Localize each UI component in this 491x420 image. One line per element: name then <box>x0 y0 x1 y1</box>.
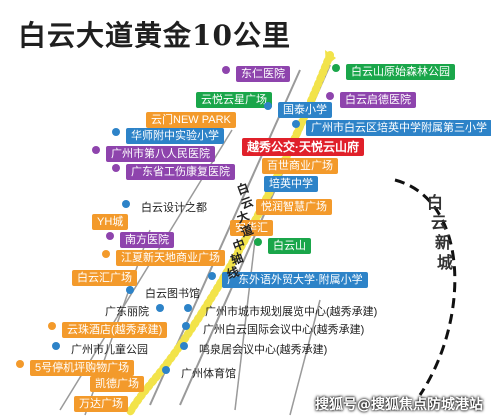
district-label-char: 新 <box>434 233 451 252</box>
poi-label-planning: 广州市城市规划展览中心(越秀承建) <box>205 306 378 318</box>
poi-label-yunmen: 云门NEW PARK <box>146 112 236 128</box>
poi-label-eighth: 广州市第八人民医院 <box>106 146 215 162</box>
poi-label-yunzhu: 云珠酒店(越秀承建) <box>62 322 168 338</box>
poi-dot-guotai <box>264 102 272 110</box>
district-boundary-arc <box>394 178 457 396</box>
poi-dot-dongren <box>222 66 230 74</box>
poi-dot-qikang <box>326 92 334 100</box>
poi-dot-huashi <box>112 128 120 136</box>
poi-label-waiyu: 广东外语外贸大学·附属小学 <box>222 272 368 288</box>
district-label-char: 云 <box>430 213 447 232</box>
poi-label-gym: 广州体育馆 <box>181 368 236 380</box>
watermark: 搜狐号@搜狐焦点防城港站 <box>315 397 483 413</box>
poi-dot-mingquan <box>180 342 188 350</box>
poi-label-children: 广州市儿童公园 <box>71 344 148 356</box>
poi-label-yuerun: 悦润智慧广场 <box>256 199 332 215</box>
poi-label-qikang: 白云启德医院 <box>340 92 416 108</box>
poi-label-park5: 5号停机坪购物广场 <box>30 360 135 376</box>
poi-dot-library <box>126 286 134 294</box>
poi-dot-nanfang <box>106 232 114 240</box>
district-label-char: 白 <box>426 193 443 212</box>
poi-label-kaide: 凯德广场 <box>90 376 144 392</box>
poi-dot-baiyunshan2 <box>254 238 262 246</box>
poi-label-jiangnan: 江夏新天地商业广场 <box>116 250 225 266</box>
poi-label-mingquan: 鸣泉居会议中心(越秀承建) <box>199 344 328 356</box>
poi-dot-gym <box>162 366 170 374</box>
poi-label-conference: 广州白云国际会议中心(越秀承建) <box>203 324 365 336</box>
poi-label-gongshang: 广东省工伤康复医院 <box>126 164 235 180</box>
poi-label-baishi: 百世商业广场 <box>262 158 338 174</box>
poi-dot-waiyu <box>208 272 216 280</box>
poi-label-peiying: 广州市白云区培英中学附属第三小学 <box>306 120 491 136</box>
road-line <box>289 299 321 416</box>
poi-label-guotai: 国泰小学 <box>278 102 332 118</box>
poi-label-nanfang: 南方医院 <box>120 232 174 248</box>
poi-dot-gongshang <box>112 164 120 172</box>
poi-label-baiyunshan: 白云山原始森林公园 <box>346 64 455 80</box>
poi-dot-yunzhu <box>48 322 56 330</box>
poi-dot-planning <box>184 304 192 312</box>
poi-label-peiyingzx: 培英中学 <box>264 176 318 192</box>
poi-label-yunyue: 云悦云星广场 <box>196 92 272 108</box>
poi-label-baiyunshan2: 白云山 <box>268 238 311 254</box>
poi-label-library: 白云图书馆 <box>145 288 200 300</box>
poi-label-project: 越秀公交·天悦云山府 <box>242 138 364 156</box>
road-line <box>234 239 256 411</box>
poi-label-yh: YH城 <box>92 214 129 230</box>
poi-dot-baiyunshan <box>332 64 340 72</box>
poi-label-liyuan: 广东丽院 <box>105 306 149 318</box>
poi-dot-design <box>122 200 130 208</box>
poi-label-anhuahui: 安华汇 <box>230 220 273 236</box>
poi-label-wanda: 万达广场 <box>74 396 128 412</box>
poi-dot-children <box>52 342 60 350</box>
poi-dot-liyuan <box>156 304 164 312</box>
district-label-char: 城 <box>436 253 453 272</box>
arrow-head <box>325 50 336 66</box>
poi-dot-park5 <box>16 360 24 368</box>
poi-dot-eighth <box>92 146 100 154</box>
poi-dot-jiangnan <box>102 250 110 258</box>
poi-label-baiyunhui: 白云汇广场 <box>72 270 137 286</box>
page-title: 白云大道黄金10公里 <box>18 19 291 52</box>
poi-label-design: 白云设计之都 <box>141 202 207 214</box>
poi-label-huashi: 华师附中实验小学 <box>126 128 224 144</box>
poi-dot-conference <box>182 322 190 330</box>
poi-dot-peiying <box>292 120 300 128</box>
poi-label-dongren: 东仁医院 <box>236 66 290 82</box>
